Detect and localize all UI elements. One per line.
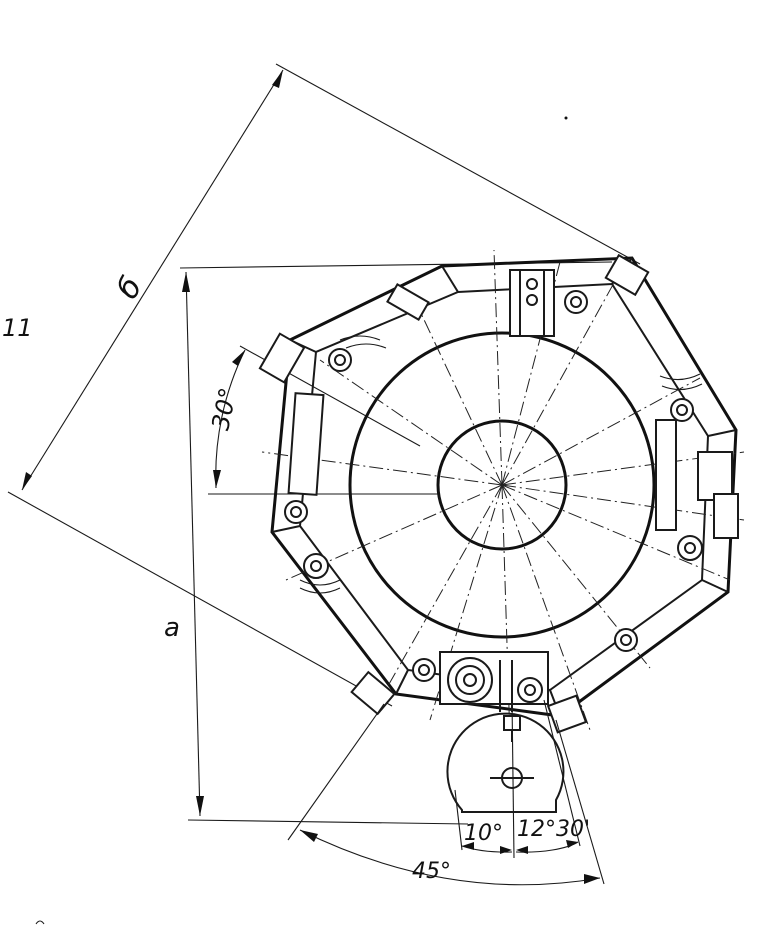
angle-10-label: 10° (464, 821, 503, 846)
top-bracket (509, 269, 588, 337)
angle-45-dimension: 45° (287, 703, 605, 886)
stray-mark (35, 920, 45, 925)
angle-45-label: 45° (412, 859, 451, 884)
lower-housing (446, 712, 565, 813)
clamp-units (258, 253, 739, 734)
outer-drum (348, 331, 656, 639)
angle-12-30-label: 12°30' (517, 817, 590, 842)
dimension-b: б (7, 63, 641, 707)
dimension-b-label: б (110, 271, 149, 305)
figure-reference: 11 (2, 314, 33, 342)
angle-10-and-12-30: 10° 12°30' (454, 699, 590, 859)
stray-mark (564, 116, 568, 120)
drive-assembly (439, 651, 549, 712)
inner-hub (436, 419, 568, 551)
dimension-a-label: а (164, 613, 180, 643)
angle-30-label: 30° (206, 385, 242, 432)
